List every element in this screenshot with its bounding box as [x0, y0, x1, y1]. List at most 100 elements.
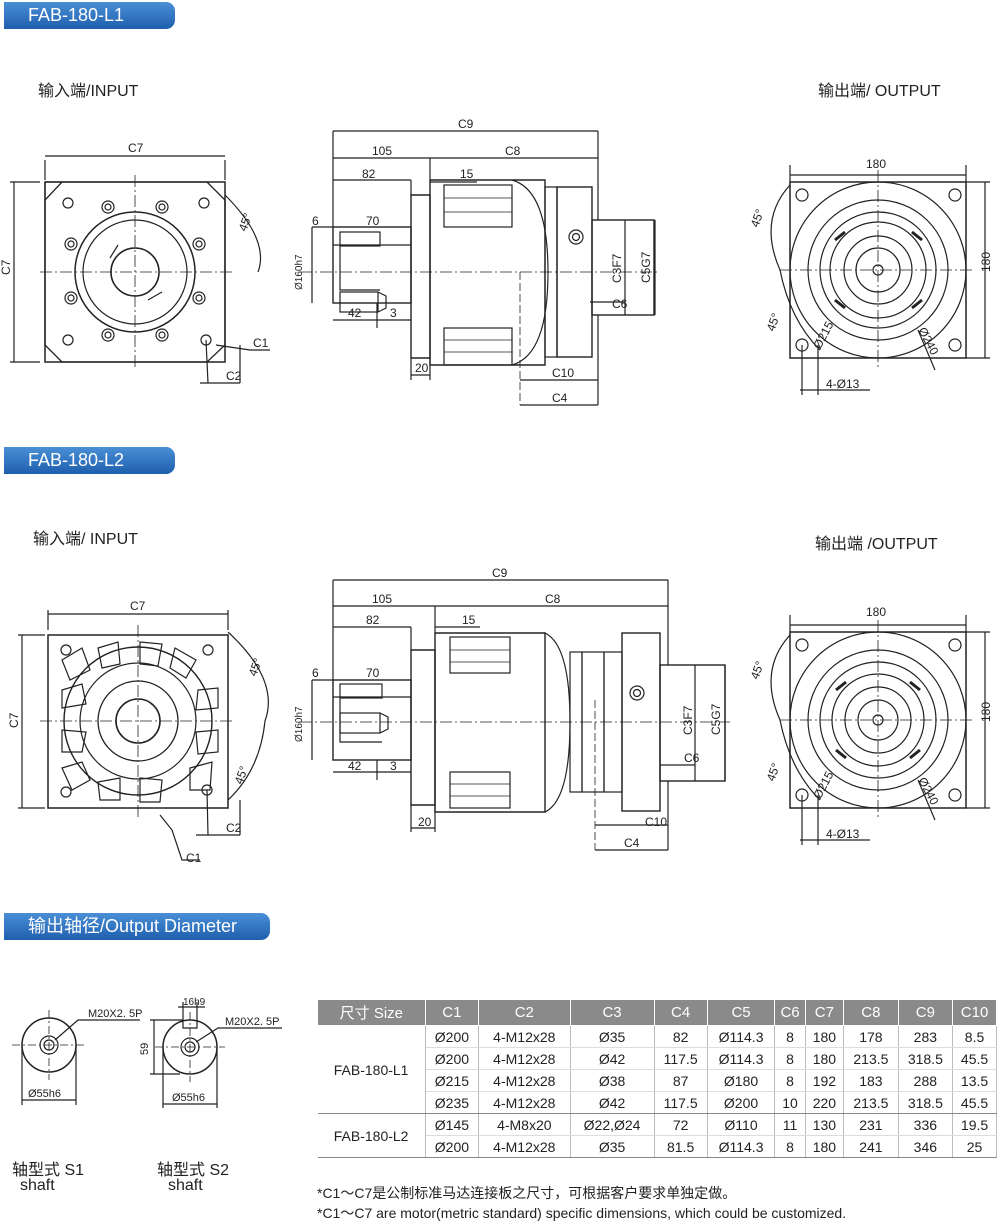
section-tag-output-diameter: 输出轴径/Output Diameter: [4, 913, 270, 940]
s1-dia: Ø55h6: [28, 1088, 61, 1100]
table-cell: 180: [805, 1135, 845, 1158]
table-cell: 25: [952, 1135, 997, 1158]
header-c8: C8: [843, 999, 899, 1026]
table-cell: 13.5: [952, 1069, 997, 1092]
l1-dim-105: 105: [372, 144, 392, 158]
l2-dim-6: 6: [312, 666, 319, 680]
table-cell: Ø200: [425, 1135, 480, 1158]
header-c3: C3: [569, 999, 655, 1026]
s2-key: 16h9: [183, 997, 206, 1008]
table-cell: Ø215: [425, 1069, 480, 1092]
table-cell: Ø42: [570, 1047, 655, 1070]
l2-out-dia215: Ø215: [810, 769, 836, 802]
header-size: 尺寸 Size: [317, 999, 426, 1026]
l2-dim-c4: C4: [624, 836, 640, 850]
s2-height: 59: [139, 1043, 151, 1055]
l1-out-180: 180: [866, 157, 886, 171]
table-cell: 81.5: [654, 1135, 708, 1158]
l2-dim-c7: C7: [130, 599, 146, 613]
note-cn: *C1～C7是公制标准马达连接板之尺寸，可根据客户要求单独定做。: [317, 1185, 737, 1201]
table-cell: Ø200: [707, 1091, 776, 1114]
table-cell: 4-M12x28: [478, 1135, 571, 1158]
table-cell: 213.5: [843, 1091, 899, 1114]
note-en: *C1～C7 are motor(metric standard) specif…: [317, 1205, 847, 1221]
s1-caption-cn: 轴型式 S1: [12, 1162, 85, 1179]
table-cell: 19.5: [952, 1113, 997, 1136]
table-cell: 11: [774, 1113, 806, 1136]
l1-dim-c7v: C7: [0, 259, 13, 275]
l2-output-label: 输出端 /OUTPUT: [815, 536, 938, 553]
l2-input-label: 输入端/ INPUT: [33, 531, 138, 548]
l2-out-dia240: Ø240: [915, 775, 941, 808]
l1-output-view: [770, 165, 990, 395]
table-cell: Ø114.3: [707, 1025, 776, 1048]
table-cell: Ø200: [425, 1047, 480, 1070]
l2-dim-15: 15: [462, 613, 476, 627]
table-cell: 4-M12x28: [478, 1091, 571, 1114]
table-cell: Ø38: [570, 1069, 655, 1092]
table-cell: 4-M12x28: [478, 1025, 571, 1048]
l1-dim-c3: C3F7: [610, 253, 624, 283]
table-cell: 8: [774, 1135, 806, 1158]
shaft-s1-drawing: [12, 1010, 140, 1105]
table-cell: 288: [898, 1069, 954, 1092]
header-c6: C6: [774, 999, 806, 1026]
table-cell: 8.5: [952, 1025, 997, 1048]
l2-dim-dia160: Ø160h7: [294, 706, 305, 742]
s1-caption-en: shaft: [20, 1177, 55, 1194]
section-tag-l2: FAB-180-L2: [4, 447, 175, 474]
model-cell: FAB-180-L2: [317, 1113, 426, 1158]
header-c5: C5: [706, 999, 776, 1026]
s1-thread: M20X2. 5P: [88, 1008, 142, 1020]
l1-dim-c10: C10: [552, 366, 574, 380]
table-cell: 8: [774, 1047, 806, 1070]
l1-out-180v: 180: [979, 252, 993, 272]
l1-dim-20: 20: [415, 361, 429, 375]
table-cell: 178: [843, 1025, 899, 1048]
l2-dim-c10: C10: [645, 815, 667, 829]
l1-dim-6: 6: [312, 214, 319, 228]
l2-dim-20: 20: [418, 815, 432, 829]
l1-dim-c4: C4: [552, 391, 568, 405]
table-cell: 45.5: [952, 1091, 997, 1114]
l2-dim-angle1: 45°: [246, 656, 265, 678]
l1-out-angle2: 45°: [764, 311, 783, 333]
l2-dim-105: 105: [372, 592, 392, 606]
l1-dim-c9: C9: [458, 117, 474, 131]
l1-out-dia215: Ø215: [810, 319, 836, 352]
l2-dim-c9: C9: [492, 566, 508, 580]
l2-out-angle1: 45°: [748, 659, 767, 681]
table-cell: 117.5: [654, 1047, 708, 1070]
l1-input-label: 输入端/INPUT: [38, 83, 139, 100]
l1-output-label: 输出端/ OUTPUT: [818, 83, 941, 100]
l1-dim-dia160: Ø160h7: [294, 254, 305, 290]
l2-dim-c2: C2: [226, 821, 242, 835]
table-cell: 346: [898, 1135, 954, 1158]
table-cell: 10: [774, 1091, 806, 1114]
table-cell: Ø114.3: [707, 1047, 776, 1070]
table-cell: Ø180: [707, 1069, 776, 1092]
shaft-s2-drawing: [150, 1002, 282, 1108]
l2-out-holes: 4-Ø13: [826, 827, 860, 841]
l1-dim-c2: C2: [226, 369, 242, 383]
table-cell: 283: [898, 1025, 954, 1048]
header-c4: C4: [653, 999, 708, 1026]
l1-side-view: [300, 130, 660, 406]
table-cell: Ø110: [707, 1113, 776, 1136]
table-cell: Ø35: [570, 1135, 655, 1158]
l1-dim-c6: C6: [612, 297, 628, 311]
s2-dia: Ø55h6: [172, 1092, 205, 1104]
table-cell: 130: [805, 1113, 845, 1136]
section-tag-l1: FAB-180-L1: [4, 2, 175, 29]
l2-input-view: [18, 610, 269, 861]
l2-side-view: [300, 579, 730, 851]
table-cell: 45.5: [952, 1047, 997, 1070]
l1-dim-c1: C1: [253, 336, 269, 350]
header-c2: C2: [478, 999, 571, 1026]
table-cell: Ø145: [425, 1113, 480, 1136]
